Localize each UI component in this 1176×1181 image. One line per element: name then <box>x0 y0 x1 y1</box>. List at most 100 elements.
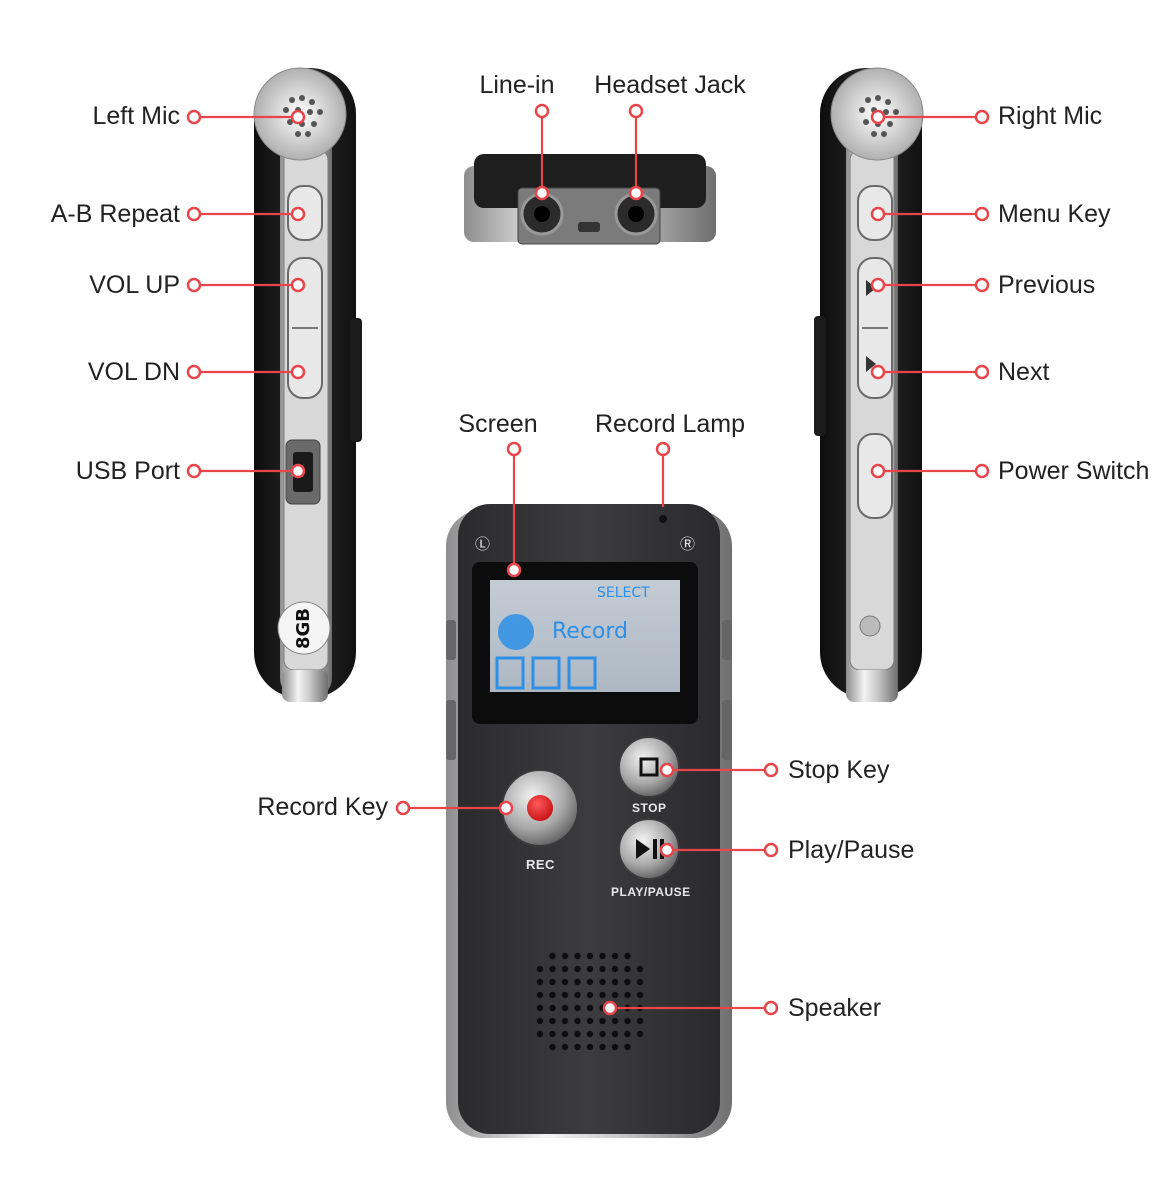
speaker-hole <box>549 1004 556 1012</box>
label-vol-dn: VOL DN <box>87 358 180 386</box>
label-previous: Previous <box>998 271 1096 299</box>
label-speaker: Speaker <box>788 994 882 1022</box>
speaker-hole <box>636 965 644 973</box>
speaker-hole <box>636 978 644 986</box>
label-next: Next <box>998 358 1050 386</box>
speaker-hole <box>586 1030 594 1038</box>
play-pause-key-label: PLAY/PAUSE <box>611 885 691 899</box>
rec-key-label: REC <box>526 857 555 872</box>
right-side-view <box>814 67 924 702</box>
speaker-hole <box>624 965 631 973</box>
speaker-hole <box>536 978 544 986</box>
speaker-hole <box>624 1043 631 1051</box>
label-record-key: Record Key <box>257 793 388 821</box>
speaker-hole <box>599 952 606 960</box>
speaker-hole <box>574 991 581 999</box>
speaker-hole <box>549 1030 556 1038</box>
label-play-pause: Play/Pause <box>788 836 915 864</box>
speaker-hole <box>574 1030 581 1038</box>
speaker-hole <box>636 1030 644 1038</box>
speaker-hole <box>549 1043 556 1051</box>
stop-key <box>618 736 680 798</box>
label-line-in: Line-in <box>479 71 555 99</box>
speaker-hole <box>611 965 619 973</box>
speaker-hole <box>624 1017 631 1025</box>
speaker-hole <box>599 1030 606 1038</box>
speaker-hole <box>536 1030 544 1038</box>
speaker-hole <box>586 1017 594 1025</box>
speaker-hole <box>636 1017 644 1025</box>
label-left-mic: Left Mic <box>92 102 180 130</box>
speaker-hole <box>536 1017 544 1025</box>
label-stop-key: Stop Key <box>788 756 890 784</box>
record-lamp <box>659 515 667 523</box>
top-view <box>464 154 716 245</box>
speaker-hole <box>561 965 569 973</box>
label-right-mic: Right Mic <box>998 102 1103 130</box>
speaker-hole <box>549 978 556 986</box>
speaker-hole <box>574 965 581 973</box>
speaker-hole <box>561 1004 569 1012</box>
speaker-hole <box>586 978 594 986</box>
label-screen: Screen <box>458 410 538 438</box>
left-side-view <box>253 67 362 702</box>
right-channel-mark: Ⓡ <box>680 536 696 553</box>
speaker-hole <box>561 952 569 960</box>
speaker-hole <box>586 965 594 973</box>
label-power-switch: Power Switch <box>998 457 1150 485</box>
speaker-hole <box>561 978 569 986</box>
speaker-hole <box>574 952 581 960</box>
callout-lines <box>200 115 976 1010</box>
label-ab-repeat: A-B Repeat <box>50 200 180 228</box>
speaker-hole <box>636 991 644 999</box>
speaker-hole <box>549 965 556 973</box>
speaker-hole <box>624 978 631 986</box>
speaker-hole <box>624 1030 631 1038</box>
speaker-hole <box>586 991 594 999</box>
label-record-lamp: Record Lamp <box>594 410 746 438</box>
capacity-label: 8GB <box>293 607 314 649</box>
speaker-hole <box>586 1004 594 1012</box>
speaker-hole <box>624 952 631 960</box>
lcd-select-text: SELECT <box>597 585 650 601</box>
speaker-hole <box>586 952 594 960</box>
left-channel-mark: Ⓛ <box>475 536 491 553</box>
speaker-hole <box>536 965 544 973</box>
label-headset-jack: Headset Jack <box>594 71 746 99</box>
speaker-hole <box>561 1017 569 1025</box>
speaker-hole <box>574 978 581 986</box>
lcd-mode-text: Record <box>552 619 629 644</box>
speaker-hole <box>574 1043 581 1051</box>
speaker-hole <box>599 991 606 999</box>
speaker-hole <box>536 991 544 999</box>
speaker-hole <box>611 952 619 960</box>
label-menu-key: Menu Key <box>998 200 1111 228</box>
speaker-hole <box>611 978 619 986</box>
speaker-hole <box>574 1004 581 1012</box>
speaker-hole <box>611 1030 619 1038</box>
speaker-hole <box>549 952 556 960</box>
front-view <box>446 504 732 1138</box>
speaker-hole <box>549 991 556 999</box>
speaker-hole <box>599 1043 606 1051</box>
stop-key-label: STOP <box>632 801 667 815</box>
speaker-hole <box>586 1043 594 1051</box>
label-vol-up: VOL UP <box>89 271 180 299</box>
speaker-hole <box>536 1004 544 1012</box>
speaker-hole <box>611 991 619 999</box>
speaker-hole <box>611 1043 619 1051</box>
speaker-hole <box>624 991 631 999</box>
speaker-hole <box>611 1017 619 1025</box>
speaker-hole <box>549 1017 556 1025</box>
speaker-grille <box>536 952 644 1051</box>
callout-endpoints <box>186 103 990 1016</box>
speaker-hole <box>599 965 606 973</box>
speaker-hole <box>561 1043 569 1051</box>
speaker-hole <box>574 1017 581 1025</box>
speaker-hole <box>599 978 606 986</box>
speaker-hole <box>561 991 569 999</box>
speaker-hole <box>599 1017 606 1025</box>
speaker-hole <box>561 1030 569 1038</box>
